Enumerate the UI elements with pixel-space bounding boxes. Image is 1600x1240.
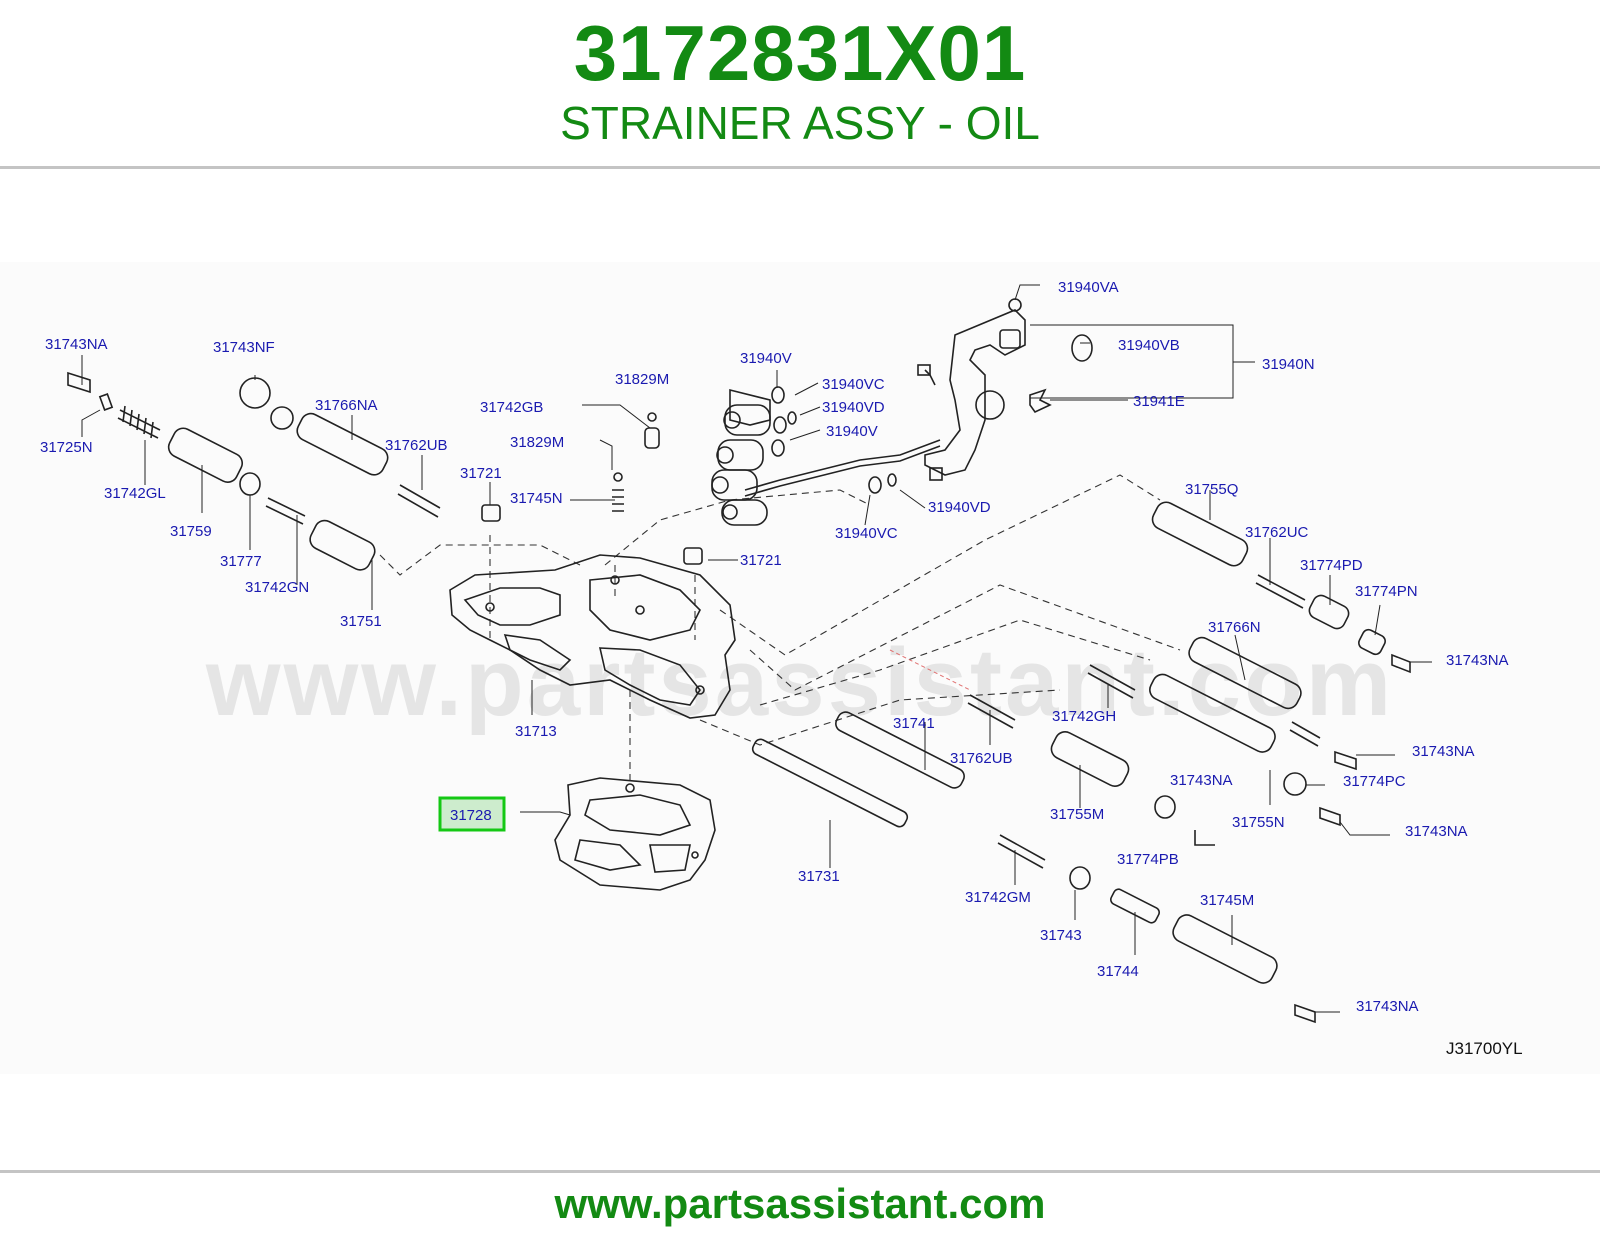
- label-31755Q[interactable]: 31755Q: [1185, 481, 1238, 498]
- label-31725N[interactable]: 31725N: [40, 439, 93, 456]
- parts-diagram: 31743NA 31743NF 31725N 31766NA 31742GL 3…: [40, 279, 1523, 1058]
- label-31743[interactable]: 31743: [1040, 927, 1082, 944]
- label-31759[interactable]: 31759: [170, 523, 212, 540]
- control-valve-body: [449, 554, 736, 719]
- label-31742GB[interactable]: 31742GB: [480, 399, 543, 416]
- solenoid-harness: [744, 298, 1026, 497]
- label-31829M-upper[interactable]: 31829M: [615, 371, 669, 388]
- label-31742GM[interactable]: 31742GM: [965, 889, 1031, 906]
- label-31751[interactable]: 31751: [340, 613, 382, 630]
- label-31940VA[interactable]: 31940VA: [1058, 279, 1119, 296]
- label-31940V-upper[interactable]: 31940V: [740, 350, 792, 367]
- o-rings: [771, 334, 1093, 494]
- label-31774PB[interactable]: 31774PB: [1117, 851, 1179, 868]
- label-31713[interactable]: 31713: [515, 723, 557, 740]
- left-valve-parts: [67, 371, 703, 571]
- label-31766NA[interactable]: 31766NA: [315, 397, 378, 414]
- label-31940N[interactable]: 31940N: [1262, 356, 1315, 373]
- highlight-box: [438, 796, 506, 832]
- label-31762UC[interactable]: 31762UC: [1245, 524, 1309, 541]
- label-31721[interactable]: 31721: [460, 465, 502, 482]
- label-31745N[interactable]: 31745N: [510, 490, 563, 507]
- label-31743NA-e[interactable]: 31743NA: [1356, 998, 1419, 1015]
- label-31940VB[interactable]: 31940VB: [1118, 337, 1180, 354]
- label-31743NA-d[interactable]: 31743NA: [1170, 772, 1233, 789]
- label-31743NF[interactable]: 31743NF: [213, 339, 275, 356]
- label-31766N[interactable]: 31766N: [1208, 619, 1261, 636]
- label-31741[interactable]: 31741: [893, 715, 935, 732]
- footer-url[interactable]: www.partsassistant.com: [554, 1180, 1046, 1227]
- oil-strainer: [554, 777, 716, 891]
- label-31743NA-a[interactable]: 31743NA: [1446, 652, 1509, 669]
- assembly-dashed-lines: [379, 474, 1181, 780]
- label-31743NA[interactable]: 31743NA: [45, 336, 108, 353]
- label-31762UB-lower[interactable]: 31762UB: [950, 750, 1013, 767]
- page-header: 3172831X01 STRAINER ASSY - OIL: [0, 0, 1600, 168]
- label-31744[interactable]: 31744: [1097, 963, 1139, 980]
- part-number-title: 3172831X01: [573, 9, 1027, 97]
- label-31941E[interactable]: 31941E: [1133, 393, 1185, 410]
- label-31774PD[interactable]: 31774PD: [1300, 557, 1363, 574]
- label-31743NA-c[interactable]: 31743NA: [1405, 823, 1468, 840]
- label-31755N[interactable]: 31755N: [1232, 814, 1285, 831]
- label-31940VC-lower[interactable]: 31940VC: [835, 525, 898, 542]
- label-31777[interactable]: 31777: [220, 553, 262, 570]
- footer-divider: [0, 1170, 1600, 1173]
- label-31728-highlighted[interactable]: 31728: [450, 807, 492, 824]
- label-31721-right[interactable]: 31721: [740, 552, 782, 569]
- label-31731[interactable]: 31731: [798, 868, 840, 885]
- diagram-panel: [0, 262, 1600, 1074]
- leader-lines: [81, 284, 1432, 1013]
- label-31940V-lower[interactable]: 31940V: [826, 423, 878, 440]
- label-31762UB[interactable]: 31762UB: [385, 437, 448, 454]
- label-31940VC-upper[interactable]: 31940VC: [822, 376, 885, 393]
- label-31940VD-upper[interactable]: 31940VD: [822, 399, 885, 416]
- label-31829M-lower[interactable]: 31829M: [510, 434, 564, 451]
- label-31774PN[interactable]: 31774PN: [1355, 583, 1418, 600]
- solenoid-valve-stack: [711, 388, 771, 526]
- header-divider: [0, 166, 1600, 169]
- label-31742GH[interactable]: 31742GH: [1052, 708, 1116, 725]
- right-valve-parts: [751, 501, 1411, 1024]
- label-31745M[interactable]: 31745M: [1200, 892, 1254, 909]
- label-31742GL[interactable]: 31742GL: [104, 485, 166, 502]
- label-31755M[interactable]: 31755M: [1050, 806, 1104, 823]
- label-31742GN[interactable]: 31742GN: [245, 579, 309, 596]
- part-labels: 31743NA 31743NF 31725N 31766NA 31742GL 3…: [40, 279, 1523, 1058]
- label-31774PC[interactable]: 31774PC: [1343, 773, 1406, 790]
- part-name-subtitle: STRAINER ASSY - OIL: [560, 97, 1040, 149]
- label-31743NA-b[interactable]: 31743NA: [1412, 743, 1475, 760]
- diagram-code: J31700YL: [1446, 1039, 1523, 1058]
- label-31940VD-lower[interactable]: 31940VD: [928, 499, 991, 516]
